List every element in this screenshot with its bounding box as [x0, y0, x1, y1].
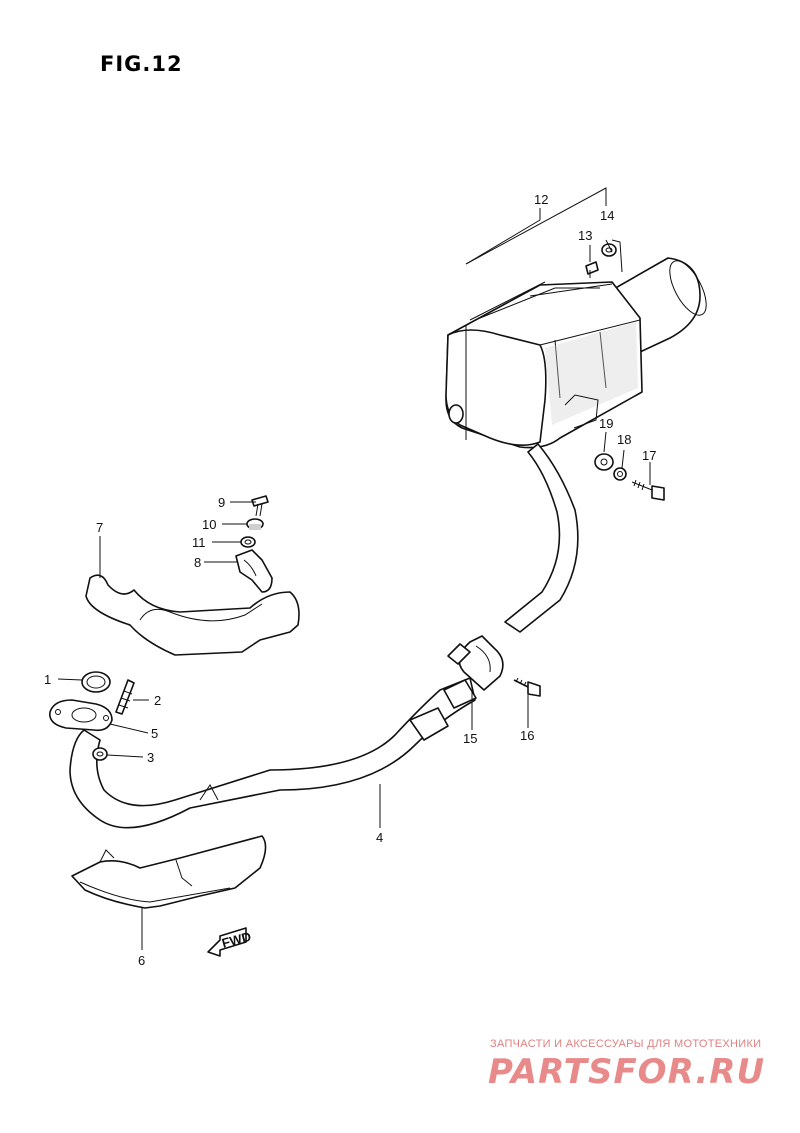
callout-18: 18 — [617, 432, 631, 447]
washer-18 — [613, 467, 627, 481]
leader-lines — [57, 187, 651, 950]
bolt-13 — [585, 261, 599, 278]
callout-3: 3 — [147, 750, 154, 765]
nut-14 — [601, 243, 617, 257]
muffler-inlet-pipe — [504, 443, 579, 633]
watermark-logo: PARTSFOR.RU — [488, 1052, 766, 1092]
heat-shield-upper — [85, 574, 300, 656]
flange — [49, 699, 113, 732]
callout-9: 9 — [218, 495, 225, 510]
callout-10: 10 — [202, 517, 216, 532]
heat-shield-lower — [71, 835, 267, 909]
stud — [115, 679, 135, 715]
callout-5: 5 — [151, 726, 158, 741]
callout-16: 16 — [520, 728, 534, 743]
callout-12: 12 — [534, 192, 548, 207]
callout-7: 7 — [96, 520, 103, 535]
bolt-17 — [631, 479, 665, 501]
callout-2: 2 — [154, 693, 161, 708]
callout-19: 19 — [599, 416, 613, 431]
clamp — [447, 635, 504, 691]
bolt-16 — [513, 677, 541, 697]
washer-10 — [246, 518, 264, 530]
fwd-arrow: FWD — [207, 927, 253, 957]
washer-11 — [240, 536, 256, 548]
muffler — [445, 257, 707, 449]
bracket — [235, 549, 273, 593]
callout-4: 4 — [376, 830, 383, 845]
callout-14: 14 — [600, 208, 614, 223]
callout-labels: 1 2 3 4 5 6 7 8 9 10 11 12 13 14 15 16 1… — [44, 192, 656, 968]
callout-6: 6 — [138, 953, 145, 968]
washer-19 — [594, 453, 614, 471]
screw-9 — [251, 495, 269, 517]
nut — [92, 747, 108, 761]
watermark-caption: ЗАПЧАСТИ И АКСЕССУАРЫ ДЛЯ МОТОТЕХНИКИ — [490, 1038, 762, 1050]
exhaust-pipe — [69, 677, 477, 829]
callout-11: 11 — [192, 535, 206, 550]
callout-17: 17 — [642, 448, 656, 463]
figure-title: FIG.12 — [100, 52, 183, 76]
callout-1: 1 — [44, 672, 51, 687]
callout-13: 13 — [578, 228, 592, 243]
gasket — [81, 671, 111, 693]
callout-8: 8 — [194, 555, 201, 570]
callout-15: 15 — [463, 731, 477, 746]
fwd-label: FWD — [220, 929, 252, 951]
